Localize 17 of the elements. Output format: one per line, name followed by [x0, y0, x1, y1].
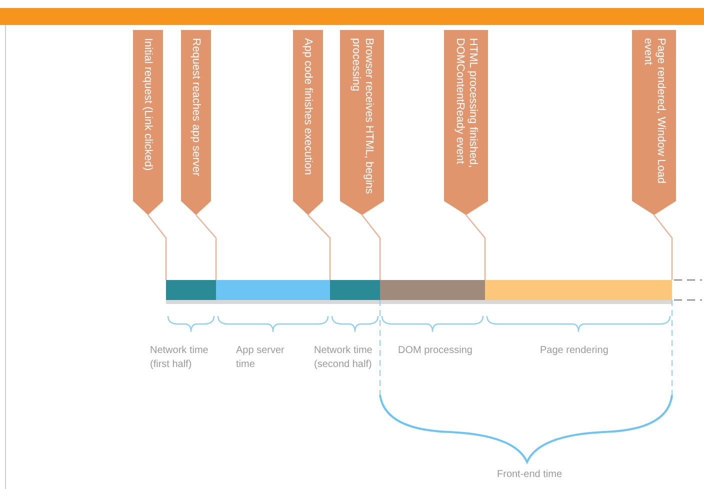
segment-label: Front-end time [497, 468, 562, 482]
leader-line [361, 214, 381, 280]
segment-label: App server time [236, 344, 286, 372]
callout-banner: Page rendered, Window Load event [632, 30, 676, 215]
callout-banner: Browser receives HTML, begins processing [340, 30, 384, 215]
leader-line [308, 214, 331, 280]
callout-banner: Initial request (Link clicked) [133, 30, 163, 215]
leader-line [147, 214, 167, 280]
callout-banner: App code finishes execution [293, 30, 323, 215]
leader-line [196, 214, 217, 280]
segment-label: Network time (second half) [314, 344, 374, 372]
leader-line [653, 214, 673, 280]
segment-label: Network time (first half) [150, 344, 210, 372]
leader-line [466, 214, 486, 280]
segment-label: Page rendering [540, 344, 608, 358]
callout-banner: Request reaches app server [181, 30, 211, 215]
segment-label: DOM processing [398, 344, 472, 358]
